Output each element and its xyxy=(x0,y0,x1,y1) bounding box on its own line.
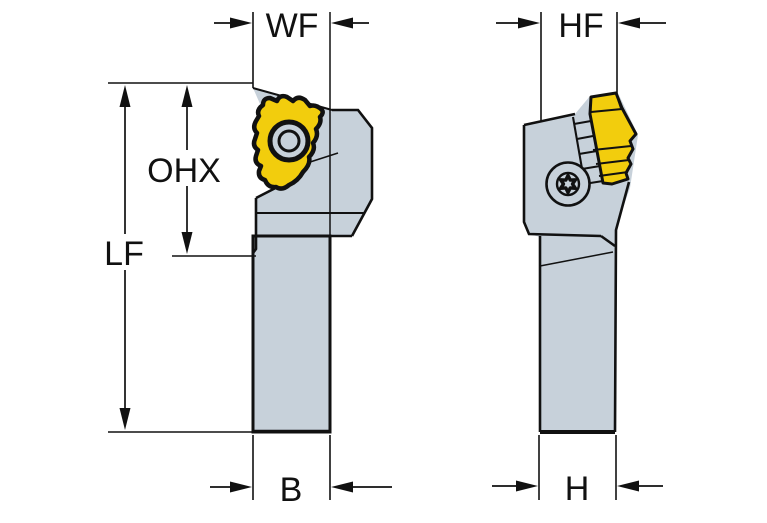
front-view xyxy=(251,12,374,434)
dim-label-lf: LF xyxy=(104,235,144,273)
hf-dimension: HF xyxy=(496,7,666,122)
b-arrowhead-right xyxy=(331,481,353,493)
b-dimension: B xyxy=(210,435,392,509)
torx-screw-icon xyxy=(545,161,591,207)
threading-insert-side xyxy=(588,91,638,186)
dim-label-h: H xyxy=(565,470,590,508)
ohx-arrowhead-down xyxy=(181,232,193,254)
side-body-edges xyxy=(522,112,631,434)
ohx-label-box xyxy=(141,150,229,186)
lf-arrowhead-down xyxy=(119,408,131,430)
side-view xyxy=(522,91,638,434)
ohx-dimension: OHX xyxy=(141,85,256,257)
b-arrowhead-left xyxy=(230,481,252,493)
dim-label-b: B xyxy=(280,471,303,509)
wf-dimension: WF xyxy=(214,7,369,88)
lf-arrowhead-up xyxy=(119,85,131,107)
holder-shank xyxy=(251,234,332,434)
torx-star xyxy=(558,173,578,195)
dim-label-wf: WF xyxy=(266,7,319,45)
insert-hole-center xyxy=(277,129,301,153)
hf-arrowhead-right xyxy=(618,17,640,29)
wf-arrowhead-right xyxy=(331,17,353,29)
h-dimension: H xyxy=(492,435,663,508)
dim-label-ohx: OHX xyxy=(147,152,221,190)
dim-label-hf: HF xyxy=(558,7,603,45)
wf-arrowhead-left xyxy=(230,17,252,29)
hf-arrowhead-left xyxy=(518,17,540,29)
threading-insert-front xyxy=(251,93,325,191)
lf-dimension: LF xyxy=(100,82,253,433)
ohx-arrowhead-up xyxy=(181,85,193,107)
lf-label-box xyxy=(100,234,150,270)
h-arrowhead-right xyxy=(617,480,639,492)
h-arrowhead-left xyxy=(516,480,538,492)
insert-side-grooves xyxy=(590,92,632,178)
